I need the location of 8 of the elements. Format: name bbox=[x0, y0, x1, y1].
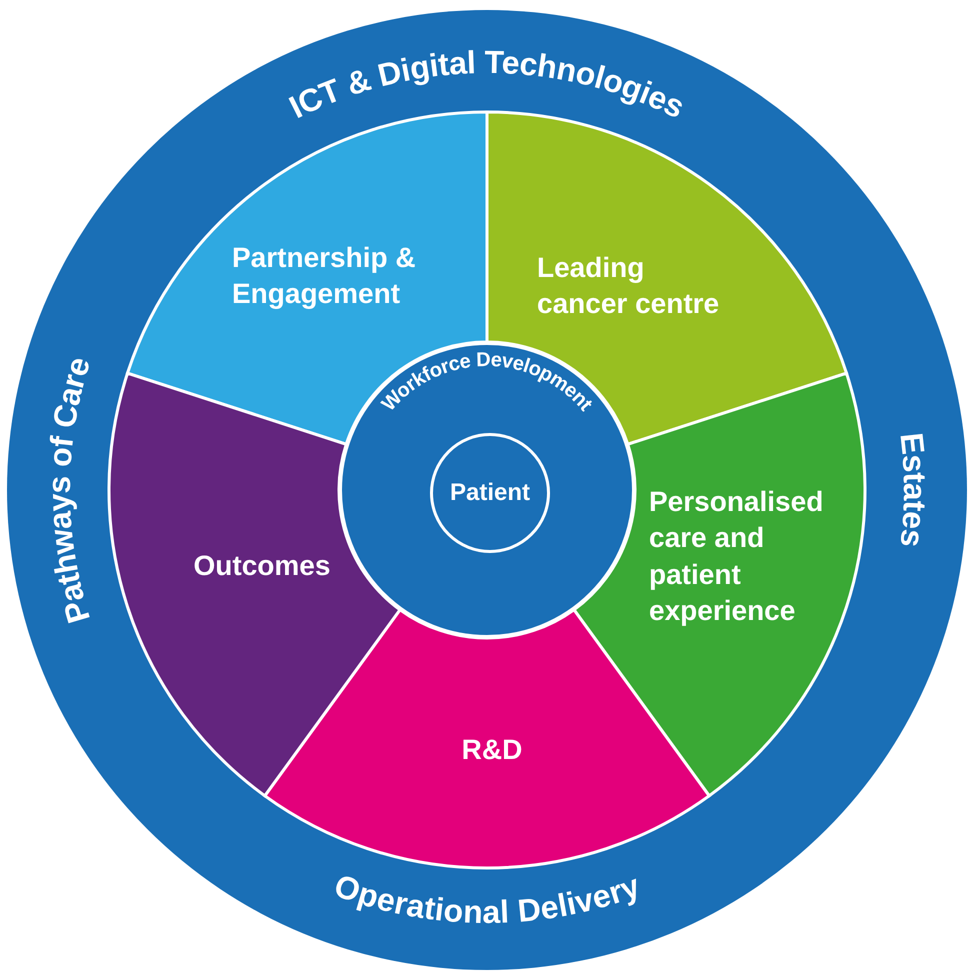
segment-label: Partnership & Engagement bbox=[232, 241, 417, 312]
segment-label: Outcomes bbox=[192, 549, 332, 583]
outer-ring bbox=[7, 10, 967, 970]
segment-label: Leading cancer centre bbox=[537, 251, 720, 322]
segment-label: R&D bbox=[460, 733, 524, 767]
center-label: Patient bbox=[450, 479, 530, 507]
ring-label: Operational Delivery bbox=[330, 868, 644, 931]
segment-label: Personalised care and patient experience bbox=[649, 485, 824, 628]
